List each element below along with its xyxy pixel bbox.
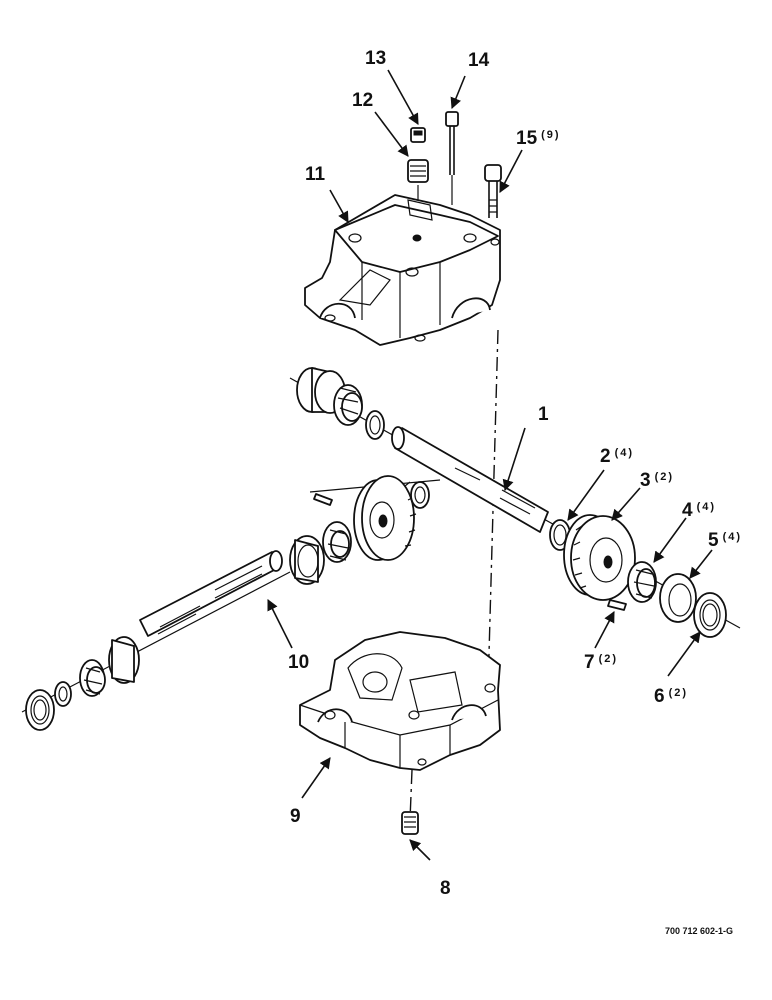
drain-plug-part-8 — [401, 811, 419, 835]
callout-3: 3(2) — [640, 470, 674, 491]
callout-12: 12 — [352, 90, 373, 111]
document-reference: 700 712 602-1-G — [665, 926, 733, 936]
bearing-part-4 — [627, 561, 657, 603]
seal-part-6 — [693, 592, 727, 638]
callout-13: 13 — [365, 48, 386, 69]
drive-shaft-part-10 — [25, 475, 430, 731]
bolt-part-15 — [484, 164, 502, 218]
callout-7: 7(2) — [584, 652, 618, 673]
callout-5: 5(4) — [708, 530, 742, 551]
callout-4: 4(4) — [682, 500, 716, 521]
callout-2: 2(4) — [600, 446, 634, 467]
callout-6: 6(2) — [654, 686, 688, 707]
callout-1: 1 — [538, 404, 549, 425]
callout-9: 9 — [290, 806, 301, 827]
bearing-cup-part-5 — [659, 573, 697, 623]
callout-labels: 1 2(4) 3(2) 4(4) 5(4) 6(2) 7(2) 8 9 10 1… — [288, 48, 742, 899]
upper-housing-part-11 — [304, 194, 501, 346]
leader-arrows — [267, 69, 713, 861]
gear-part-3 — [563, 514, 636, 601]
callout-15: 15(9) — [516, 128, 561, 149]
cap-part-13 — [410, 127, 426, 143]
lower-housing-part-9 — [299, 631, 501, 771]
upper-shaft-assembly-part-1 — [296, 367, 549, 533]
callout-10: 10 — [288, 652, 309, 673]
callout-8: 8 — [440, 878, 451, 899]
breather-plug-part-12 — [407, 159, 429, 183]
key-part-7 — [607, 599, 627, 611]
callout-11: 11 — [305, 164, 326, 185]
callout-14: 14 — [468, 50, 490, 71]
dipstick-part-14 — [445, 111, 459, 175]
